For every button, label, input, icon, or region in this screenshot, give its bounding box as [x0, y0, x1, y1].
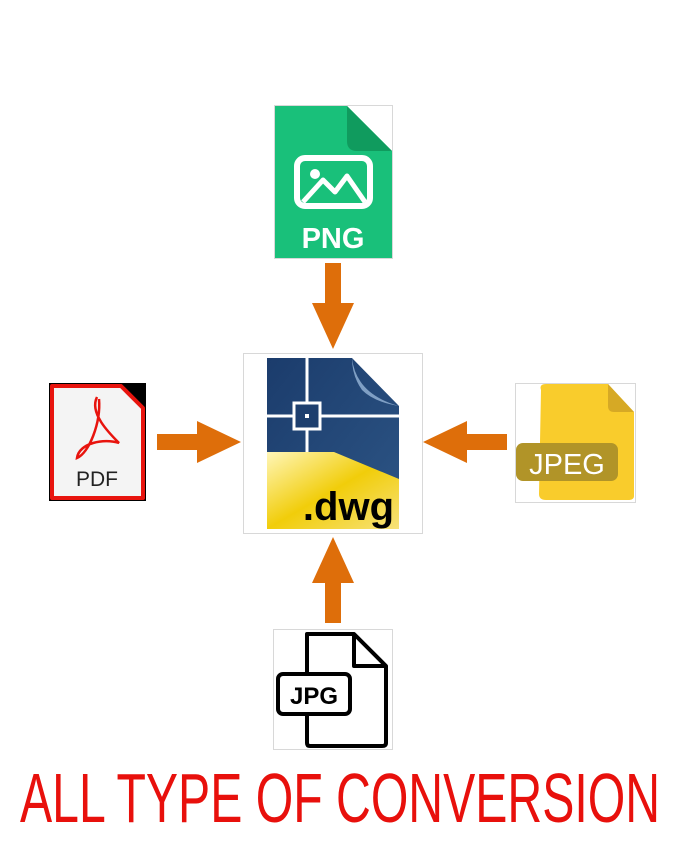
- dwg-label: .dwg: [303, 485, 394, 529]
- jpg-node: JPG: [273, 629, 393, 750]
- arrow-up: [312, 537, 354, 623]
- arrow-right: [157, 421, 241, 463]
- jpeg-node: JPEG: [515, 383, 636, 503]
- png-file-icon: PNG: [275, 106, 392, 258]
- arrow-left: [423, 421, 507, 463]
- jpg-file-icon: JPG: [276, 632, 388, 748]
- arrow-down: [312, 263, 354, 349]
- title-svg: ALL TYPE OF CONVERSION: [20, 759, 660, 834]
- jpeg-file-icon: JPEG: [516, 384, 634, 500]
- page-title: ALL TYPE OF CONVERSION: [20, 759, 660, 834]
- dwg-file-icon: .dwg: [267, 358, 399, 529]
- pdf-label: PDF: [76, 468, 118, 491]
- pdf-node: PDF: [49, 383, 146, 501]
- pdf-file-icon: PDF: [50, 384, 145, 500]
- png-label: PNG: [302, 223, 365, 255]
- dwg-node: .dwg: [243, 353, 423, 534]
- jpeg-label: JPEG: [529, 449, 605, 481]
- png-node: PNG: [274, 105, 393, 259]
- jpg-label: JPG: [290, 683, 338, 710]
- title-area: ALL TYPE OF CONVERSION: [0, 758, 680, 834]
